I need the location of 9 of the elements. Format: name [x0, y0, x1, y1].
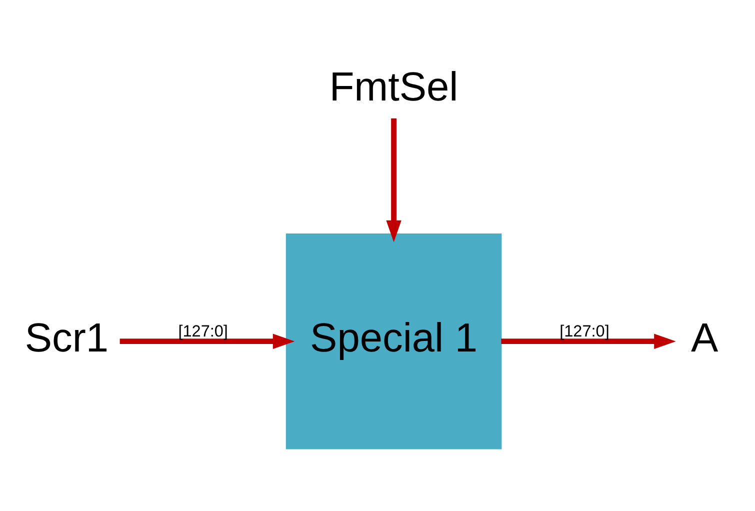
arrow [120, 334, 295, 349]
node-box: Special 1 [286, 233, 502, 450]
arrow [501, 334, 676, 349]
arrow [386, 118, 402, 242]
node-text: A [691, 314, 718, 361]
node-text: Scr1 [24, 314, 109, 361]
edge-label: [127:0] [178, 322, 228, 341]
edge-label: [127:0] [560, 322, 610, 341]
node-text: FmtSel [329, 63, 458, 110]
